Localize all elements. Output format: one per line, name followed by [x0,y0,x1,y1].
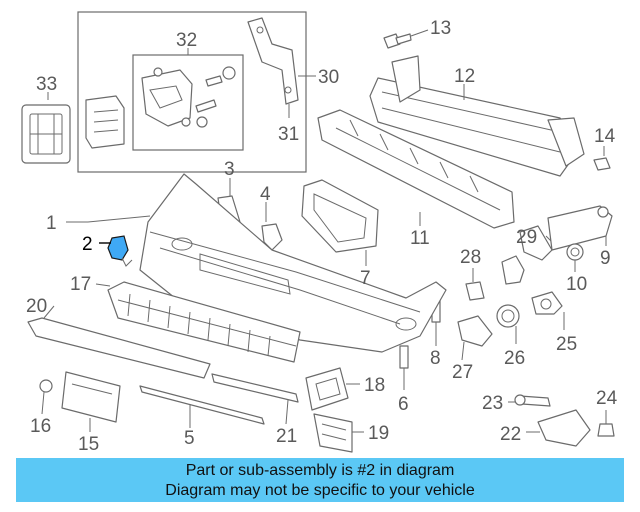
callout-13: 13 [430,18,451,39]
callout-24: 24 [596,388,618,409]
callout-4: 4 [260,184,271,205]
part-29-bracket[interactable] [519,225,553,261]
callout-12: 12 [454,66,475,87]
callout-17: 17 [70,274,91,295]
part-24-nut[interactable] [597,410,615,437]
callout-33: 33 [36,74,57,95]
radar-bracket[interactable] [141,66,236,128]
callout-21: 21 [276,426,297,447]
part-12-impact-beam[interactable] [369,55,585,177]
callout-11: 11 [410,228,430,249]
part-7-mount-frame[interactable] [301,179,379,266]
part-25-park-sensor[interactable] [531,291,565,330]
part-27-sensor-holder[interactable] [457,315,493,361]
callout-2: 2 [82,234,93,255]
part-29-holder[interactable] [501,255,525,285]
callout-29: 29 [516,227,537,248]
sensor-assembly-box [77,11,307,173]
part-26-sensor-ring[interactable] [496,304,520,344]
callout-9: 9 [600,248,611,269]
part-14-screw[interactable] [593,146,611,171]
callout-3: 3 [224,159,235,180]
callout-23: 23 [482,393,503,414]
info-banner: Part or sub-assembly is #2 in diagram Di… [16,458,624,502]
part-15-license-bracket[interactable] [61,371,121,432]
callout-1: 1 [46,213,57,234]
part-23-bolt[interactable] [508,394,551,407]
part-33-sensor-cover[interactable] [21,92,71,164]
part-4-bracket[interactable] [261,202,283,251]
callout-22: 22 [500,424,521,445]
part-11-energy-absorber[interactable] [317,109,515,229]
callout-8: 8 [430,348,441,369]
part-22-corner-bracket[interactable] [526,409,591,447]
callout-28: 28 [460,247,481,268]
part-19-lamp-cover[interactable] [313,413,364,453]
callout-27: 27 [452,362,473,383]
part-13-bolt[interactable] [383,29,429,49]
part-10-clip[interactable] [566,243,584,272]
callout-10: 10 [566,274,587,295]
callout-15: 15 [78,434,99,455]
callout-5: 5 [184,428,195,449]
callout-7: 7 [360,268,371,289]
part-20-spoiler[interactable] [27,305,211,379]
callout-14: 14 [594,126,616,147]
part-9-side-bracket[interactable] [547,205,613,251]
callout-20: 20 [26,296,47,317]
callout-16: 16 [30,416,51,437]
part-21-molding-strip[interactable] [211,373,299,425]
part-18-lamp-bracket[interactable] [305,367,360,411]
callout-26: 26 [504,348,525,369]
callout-31: 31 [278,124,299,145]
callout-25: 25 [556,334,577,355]
callout-6: 6 [398,394,409,415]
radar-module[interactable] [85,95,125,149]
parts-diagram: 1 2 3 4 5 6 7 8 9 10 11 12 13 14 15 16 1… [21,11,618,455]
banner-line-part: Part or sub-assembly is #2 in diagram [185,462,455,479]
part-30-mount-bracket[interactable] [247,17,316,118]
callout-32: 32 [176,30,197,51]
callout-18: 18 [364,375,385,396]
part-16-clip[interactable] [39,379,53,415]
part-2-tow-hook-cap[interactable] [99,235,133,267]
part-17-lower-grille[interactable] [95,281,301,363]
banner-line-disclaimer: Diagram may not be specific to your vehi… [165,482,475,499]
part-6-push-pin[interactable] [399,345,409,390]
part-28-connector[interactable] [465,268,485,301]
part-5-molding-strip[interactable] [139,385,265,428]
callout-19: 19 [368,423,389,444]
callout-30: 30 [318,67,339,88]
callout-labels: 1 2 3 4 5 6 7 8 9 10 11 12 13 14 15 16 1… [26,18,618,455]
